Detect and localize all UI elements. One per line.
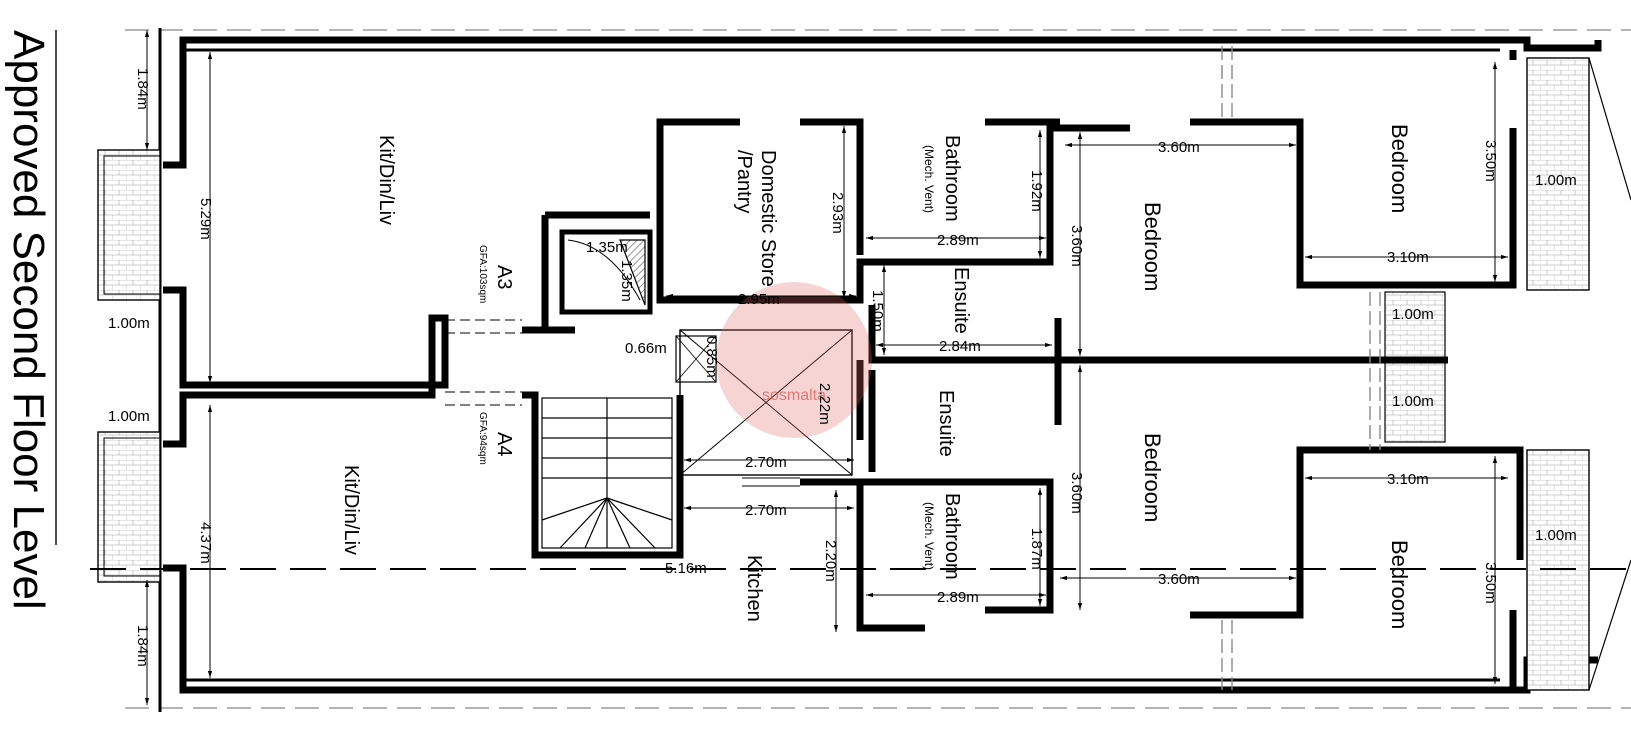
left-balconies xyxy=(97,149,161,583)
dim-222: 2.22m xyxy=(816,383,833,425)
dim-135a: 1.35m xyxy=(586,239,628,256)
dim-270b: 2.70m xyxy=(745,502,787,519)
label-kit-bottom: Kit/Din/Liv xyxy=(340,465,362,555)
dim-184-bottom: 1.84m xyxy=(134,625,151,667)
dim-360-top-h: 3.60m xyxy=(1158,139,1200,156)
dim-100-right-top: 1.00m xyxy=(1535,172,1577,189)
dim-310-top: 3.10m xyxy=(1387,249,1429,266)
dim-289-bottom: 2.89m xyxy=(937,589,979,606)
dim-135b: 1.35m xyxy=(618,260,635,302)
dimension-lines xyxy=(144,30,1508,705)
label-kitchen: Kitchen xyxy=(743,555,765,622)
dim-100-left-bottom: 1.00m xyxy=(108,408,150,425)
dim-437: 4.37m xyxy=(197,522,214,564)
dim-184-top: 1.84m xyxy=(134,68,151,110)
interior-walls xyxy=(522,50,1524,690)
unit-a4-gfa: GFA:94sqm xyxy=(477,412,488,465)
dim-295: 2.95m xyxy=(738,291,780,308)
dim-293: 2.93m xyxy=(829,192,846,234)
dim-360-top-v: 3.60m xyxy=(1068,225,1085,267)
page-title: Approved Second Floor Level xyxy=(4,30,53,610)
dim-150: 1.50m xyxy=(869,290,886,332)
label-bedroom-mid-bottom: Bedroom xyxy=(1140,433,1165,522)
dashed-lines xyxy=(1221,46,1381,690)
label-bedroom-mid-top: Bedroom xyxy=(1140,202,1165,291)
label-bath-bottom-note: (Mech. Vent) xyxy=(922,502,936,570)
dim-350-bottom: 3.50m xyxy=(1482,562,1499,604)
dim-187: 1.87m xyxy=(1028,528,1045,570)
label-store-1: Domestic Store xyxy=(757,150,779,287)
label-bath-top-note: (Mech. Vent) xyxy=(922,145,936,213)
label-bedroom-right-bottom: Bedroom xyxy=(1387,540,1412,629)
unit-a4-name: A4 xyxy=(493,432,515,456)
dim-310-bottom: 3.10m xyxy=(1387,471,1429,488)
dim-529: 5.29m xyxy=(197,198,214,240)
unit-a3-gfa: GFA:103sqm xyxy=(477,245,488,303)
unit-a3-name: A3 xyxy=(493,265,515,289)
site-boundary xyxy=(125,29,1631,709)
dim-360-bot-v: 3.60m xyxy=(1068,472,1085,514)
dim-100-left-top: 1.00m xyxy=(108,315,150,332)
dim-516: 5.16m xyxy=(665,560,707,577)
right-balconies xyxy=(1384,57,1631,691)
dim-270a: 2.70m xyxy=(745,454,787,471)
label-ensuite-top: Ensuite xyxy=(950,267,972,334)
lift xyxy=(675,329,853,476)
label-bedroom-right-top: Bedroom xyxy=(1387,124,1412,213)
label-ensuite-bottom: Ensuite xyxy=(935,390,957,457)
label-kit-top: Kit/Din/Liv xyxy=(375,135,397,225)
dim-100-mid-bottom: 1.00m xyxy=(1392,393,1434,410)
dim-066: 0.66m xyxy=(625,340,667,357)
label-bath-top: Bathroom xyxy=(941,135,963,222)
shaft xyxy=(559,229,653,315)
dim-100-mid-top: 1.00m xyxy=(1392,306,1434,323)
label-store-2: /Pantry xyxy=(733,150,755,213)
inner-walls xyxy=(183,48,1500,682)
staircase xyxy=(541,397,673,549)
dim-085: 0.85m xyxy=(703,336,720,378)
watermark xyxy=(716,282,872,438)
dim-360-bot-h: 3.60m xyxy=(1158,571,1200,588)
openings xyxy=(445,319,800,487)
label-bath-bottom: Bathroom xyxy=(941,493,963,580)
dim-284: 2.84m xyxy=(939,338,981,355)
dim-350-top: 3.50m xyxy=(1482,140,1499,182)
dim-220: 2.20m xyxy=(822,540,839,582)
watermark-text: sosmalta xyxy=(762,387,826,404)
dim-289-top: 2.89m xyxy=(937,232,979,249)
dim-100-right-bottom: 1.00m xyxy=(1535,527,1577,544)
dim-192: 1.92m xyxy=(1028,170,1045,212)
